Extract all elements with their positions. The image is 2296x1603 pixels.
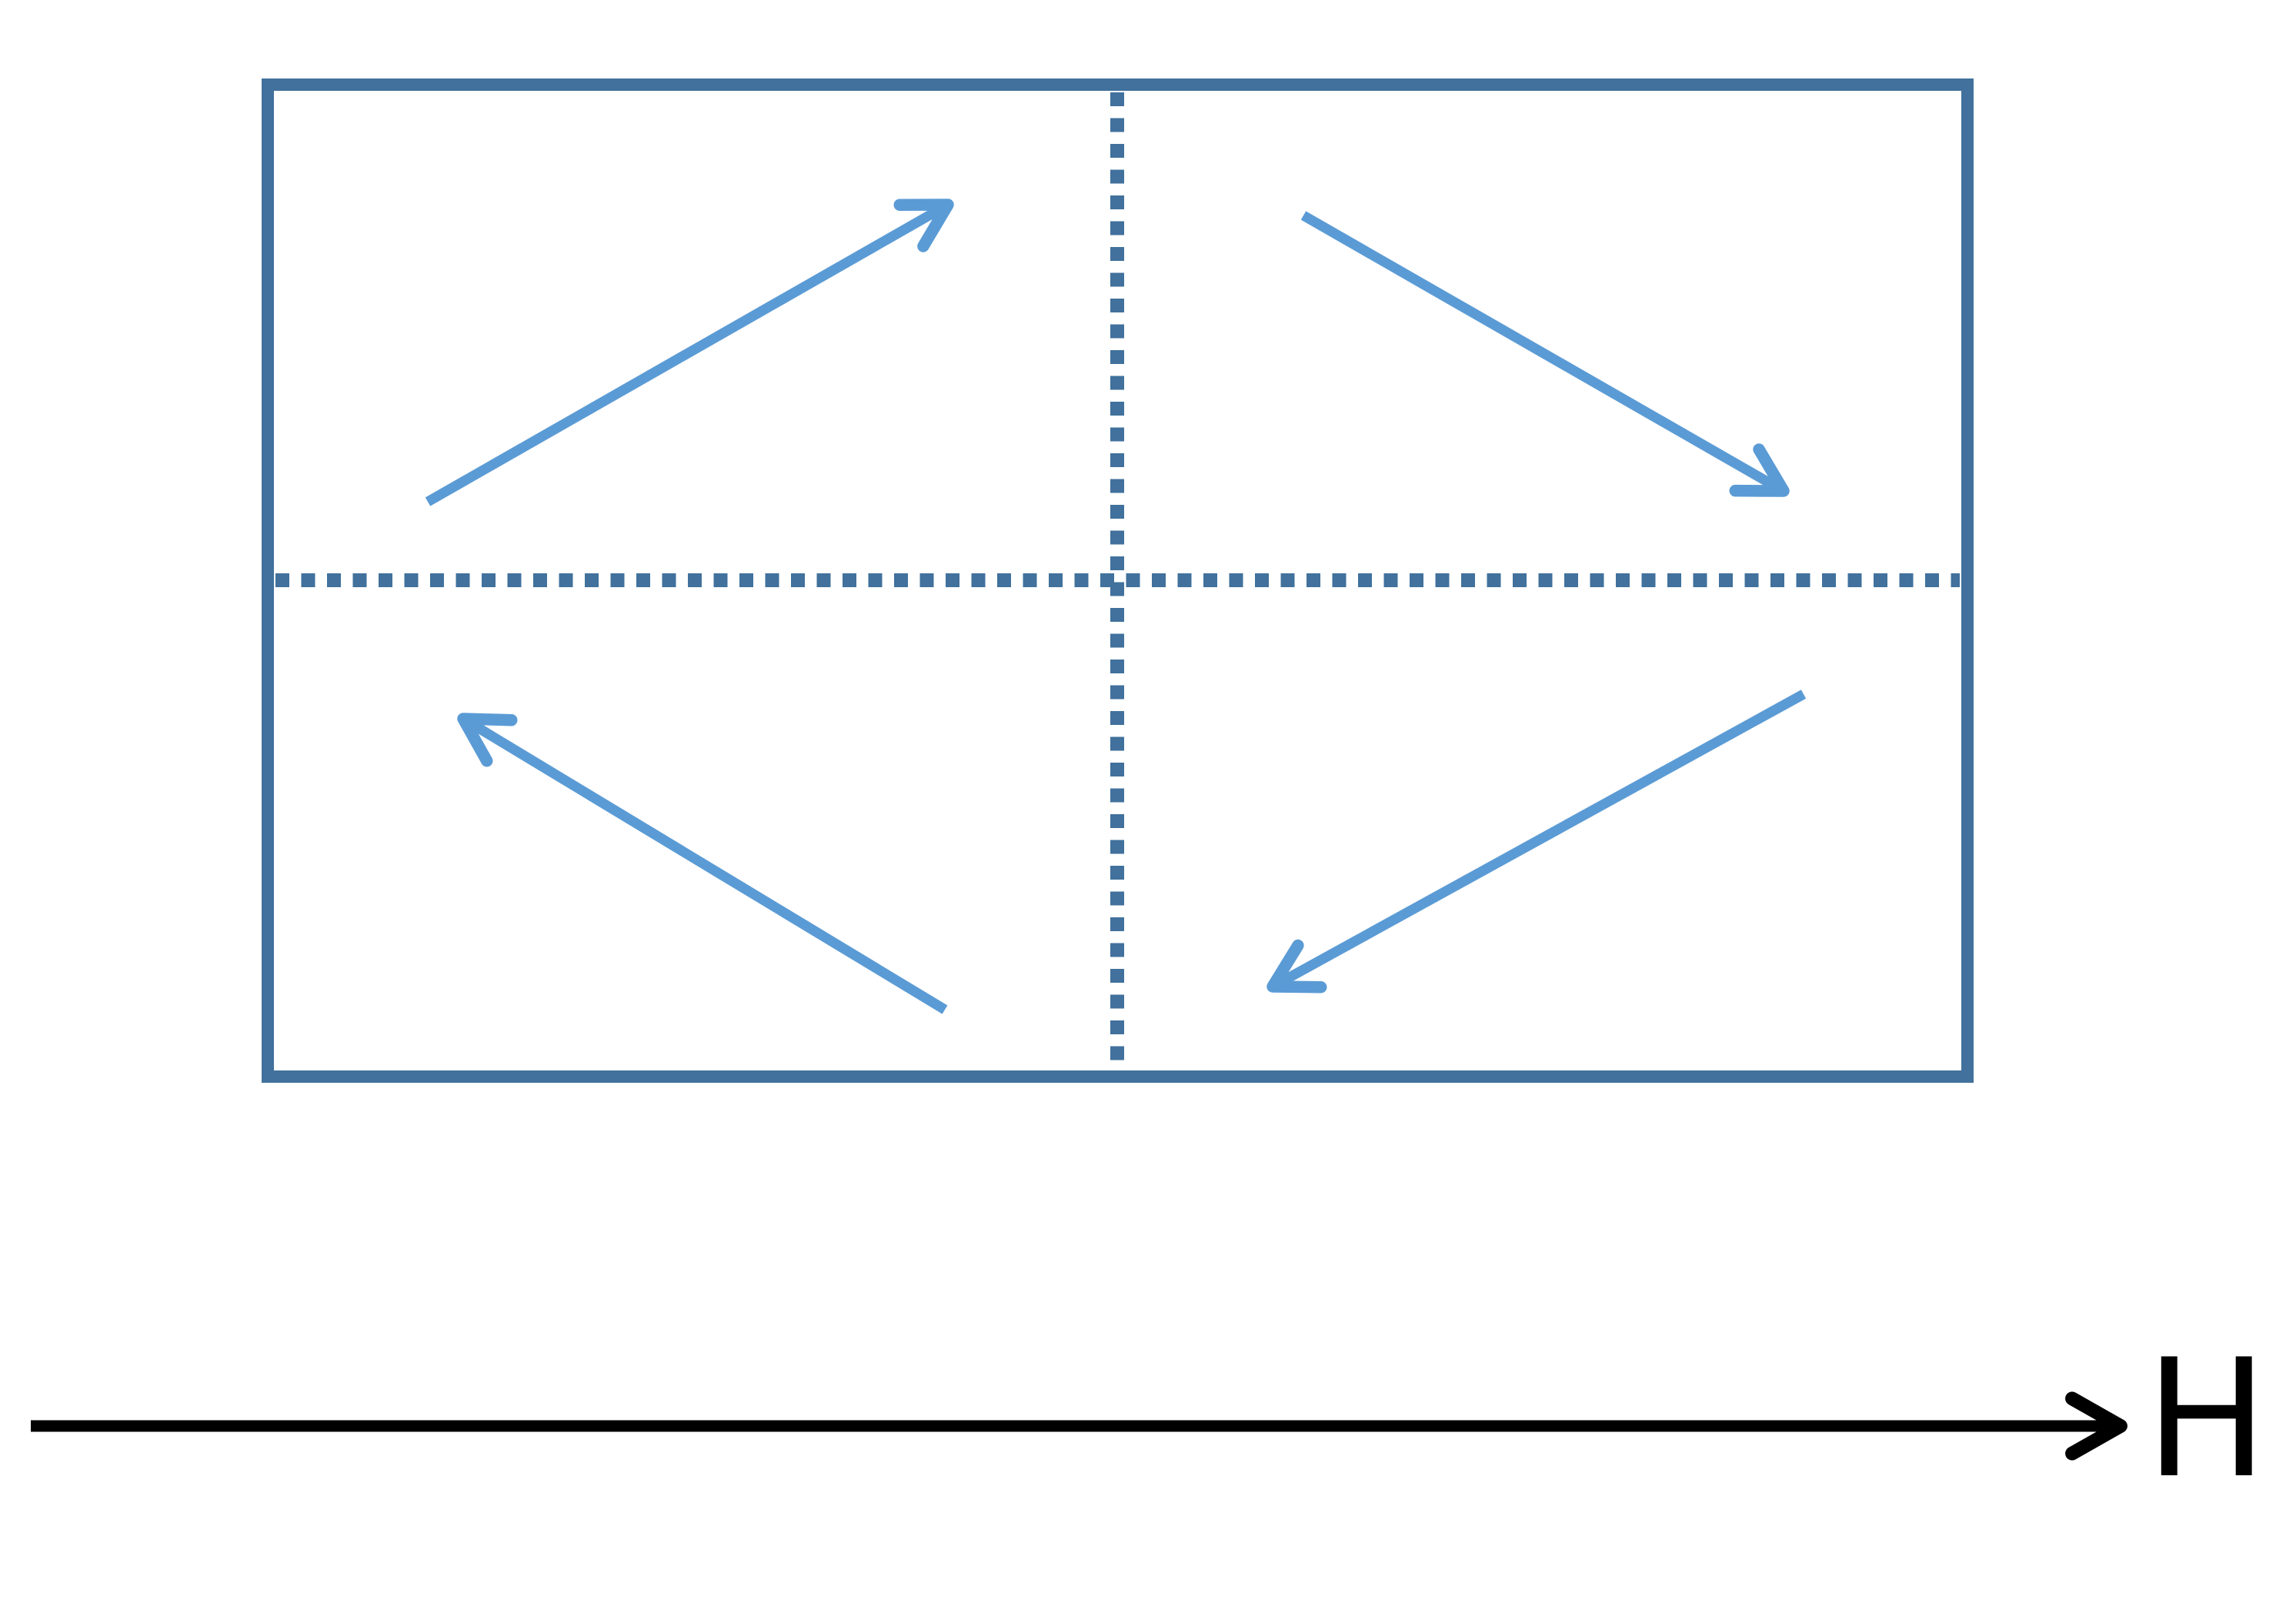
magnetization-arrow-bottom-left [457,713,948,1014]
field-label: H [2145,1324,2268,1514]
magnetization-arrow-top-left [425,199,954,506]
magnetization-arrow-top-right [1300,211,1790,497]
magnetization-arrow-bottom-right [1266,690,1807,994]
domain-box [262,78,1974,1083]
